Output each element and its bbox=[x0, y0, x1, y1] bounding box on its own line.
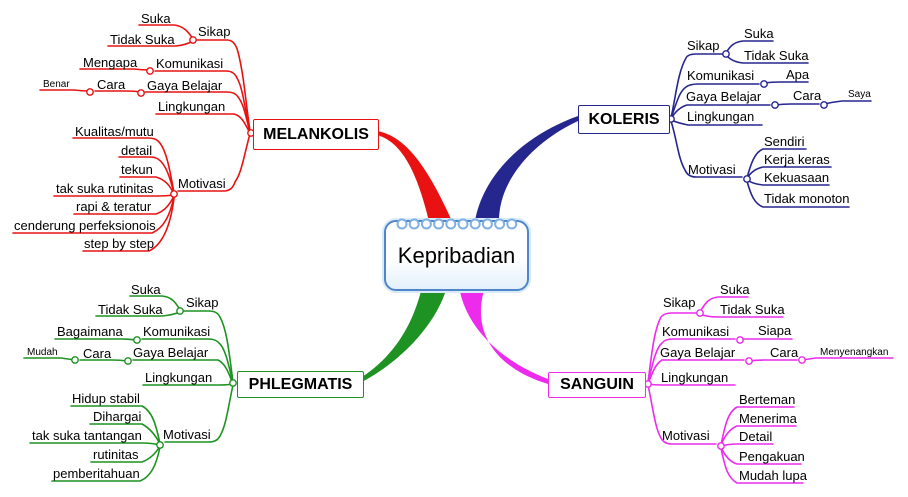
phlegmatis-node[interactable]: PHLEGMATIS bbox=[237, 371, 364, 398]
sanguin-trunk bbox=[459, 287, 548, 384]
sanguin-node[interactable]: SANGUIN bbox=[548, 372, 646, 398]
phlegmatis-sikap-suka[interactable]: Suka bbox=[131, 282, 161, 297]
melankolis-gaya-belajar[interactable]: Gaya Belajar bbox=[147, 78, 223, 93]
melankolis-motivasi-item[interactable]: detail bbox=[121, 143, 153, 158]
koleris-sikap-tidak-suka[interactable]: Tidak Suka bbox=[744, 48, 809, 63]
koleris-gaya-belajar[interactable]: Gaya Belajar bbox=[686, 89, 762, 104]
sanguin-komunikasi[interactable]: Komunikasi bbox=[662, 324, 730, 339]
phlegmatis-lines bbox=[23, 295, 237, 482]
koleris-motivasi[interactable]: Motivasi bbox=[688, 162, 736, 177]
sanguin-sikap[interactable]: Sikap bbox=[663, 295, 696, 310]
melankolis-sikap-suka[interactable]: Suka bbox=[141, 11, 171, 26]
melankolis-motivasi-item[interactable]: Kualitas/mutu bbox=[75, 124, 154, 139]
koleris-trunk bbox=[475, 116, 578, 221]
center-node[interactable]: Kepribadian bbox=[384, 218, 529, 291]
phlegmatis-cara[interactable]: Cara bbox=[83, 346, 112, 361]
melankolis-motivasi-item[interactable]: rapi & teratur bbox=[76, 199, 152, 214]
melankolis-lingkungan[interactable]: Lingkungan bbox=[158, 99, 226, 114]
phlegmatis-gaya-belajar[interactable]: Gaya Belajar bbox=[133, 345, 209, 360]
sanguin-motivasi-item[interactable]: Berteman bbox=[739, 392, 796, 407]
melankolis-sikap[interactable]: Sikap bbox=[198, 24, 231, 39]
sanguin-lines bbox=[644, 296, 894, 484]
sanguin-motivasi-item[interactable]: Menerima bbox=[739, 411, 797, 426]
melankolis-cara[interactable]: Cara bbox=[97, 77, 126, 92]
sanguin-motivasi-item[interactable]: Pengakuan bbox=[739, 449, 805, 464]
phlegmatis-komunikasi-bagaimana[interactable]: Bagaimana bbox=[57, 324, 123, 339]
koleris-motivasi-item[interactable]: Sendiri bbox=[764, 134, 805, 149]
koleris-sikap[interactable]: Sikap bbox=[687, 38, 720, 53]
melankolis-motivasi-item[interactable]: cenderung perfeksionois bbox=[14, 218, 156, 233]
phlegmatis-trunk bbox=[362, 287, 447, 382]
sanguin-gaya-belajar[interactable]: Gaya Belajar bbox=[660, 345, 736, 360]
phlegmatis-komunikasi[interactable]: Komunikasi bbox=[143, 324, 211, 339]
koleris-node[interactable]: KOLERIS bbox=[578, 105, 670, 134]
melankolis-motivasi-item[interactable]: tekun bbox=[121, 162, 153, 177]
koleris-cara-saya[interactable]: Saya bbox=[848, 89, 871, 100]
sanguin-motivasi-item[interactable]: Mudah lupa bbox=[739, 468, 807, 483]
melankolis-cara-benar[interactable]: Benar bbox=[43, 79, 70, 90]
melankolis-motivasi-item[interactable]: tak suka rutinitas bbox=[56, 181, 154, 196]
sanguin-sikap-tidak-suka[interactable]: Tidak Suka bbox=[720, 302, 785, 317]
phlegmatis-motivasi-item[interactable]: pemberitahuan bbox=[53, 466, 140, 481]
koleris-lingkungan[interactable]: Lingkungan bbox=[687, 109, 755, 124]
phlegmatis-sikap-tidak-suka[interactable]: Tidak Suka bbox=[98, 302, 163, 317]
phlegmatis-motivasi-item[interactable]: Dihargai bbox=[93, 409, 142, 424]
sanguin-lingkungan[interactable]: Lingkungan bbox=[661, 370, 729, 385]
melankolis-motivasi-item[interactable]: step by step bbox=[84, 236, 155, 251]
melankolis-motivasi[interactable]: Motivasi bbox=[178, 176, 226, 191]
koleris-komunikasi[interactable]: Komunikasi bbox=[687, 68, 755, 83]
koleris-motivasi-item[interactable]: Tidak monoton bbox=[764, 191, 850, 206]
koleris-cara[interactable]: Cara bbox=[793, 88, 822, 103]
phlegmatis-lingkungan[interactable]: Lingkungan bbox=[145, 370, 213, 385]
sanguin-cara-menyenangkan[interactable]: Menyenangkan bbox=[820, 347, 889, 358]
koleris-sikap-suka[interactable]: Suka bbox=[744, 26, 774, 41]
phlegmatis-motivasi-item[interactable]: rutinitas bbox=[93, 447, 139, 462]
phlegmatis-motivasi[interactable]: Motivasi bbox=[163, 427, 211, 442]
koleris-lines bbox=[667, 40, 872, 208]
phlegmatis-sikap[interactable]: Sikap bbox=[186, 295, 219, 310]
sanguin-motivasi[interactable]: Motivasi bbox=[662, 428, 710, 443]
sanguin-cara[interactable]: Cara bbox=[770, 345, 799, 360]
phlegmatis-motivasi-item[interactable]: Hidup stabil bbox=[72, 391, 140, 406]
melankolis-node[interactable]: MELANKOLIS bbox=[253, 119, 379, 150]
melankolis-komunikasi-mengapa[interactable]: Mengapa bbox=[83, 55, 138, 70]
koleris-motivasi-item[interactable]: Kerja keras bbox=[764, 152, 830, 167]
sanguin-motivasi-item[interactable]: Detail bbox=[739, 429, 773, 444]
melankolis-sikap-tidak-suka[interactable]: Tidak Suka bbox=[110, 32, 175, 47]
phlegmatis-motivasi-item[interactable]: tak suka tantangan bbox=[32, 428, 142, 443]
sanguin-sikap-suka[interactable]: Suka bbox=[720, 282, 750, 297]
phlegmatis-cara-mudah[interactable]: Mudah bbox=[27, 347, 58, 358]
koleris-komunikasi-apa[interactable]: Apa bbox=[786, 67, 810, 82]
sanguin-komunikasi-siapa[interactable]: Siapa bbox=[758, 323, 792, 338]
melankolis-lines bbox=[12, 24, 255, 252]
koleris-motivasi-item[interactable]: Kekuasaan bbox=[764, 170, 830, 185]
center-node-title: Kepribadian bbox=[397, 242, 516, 268]
melankolis-trunk bbox=[377, 131, 452, 221]
melankolis-komunikasi[interactable]: Komunikasi bbox=[156, 56, 224, 71]
